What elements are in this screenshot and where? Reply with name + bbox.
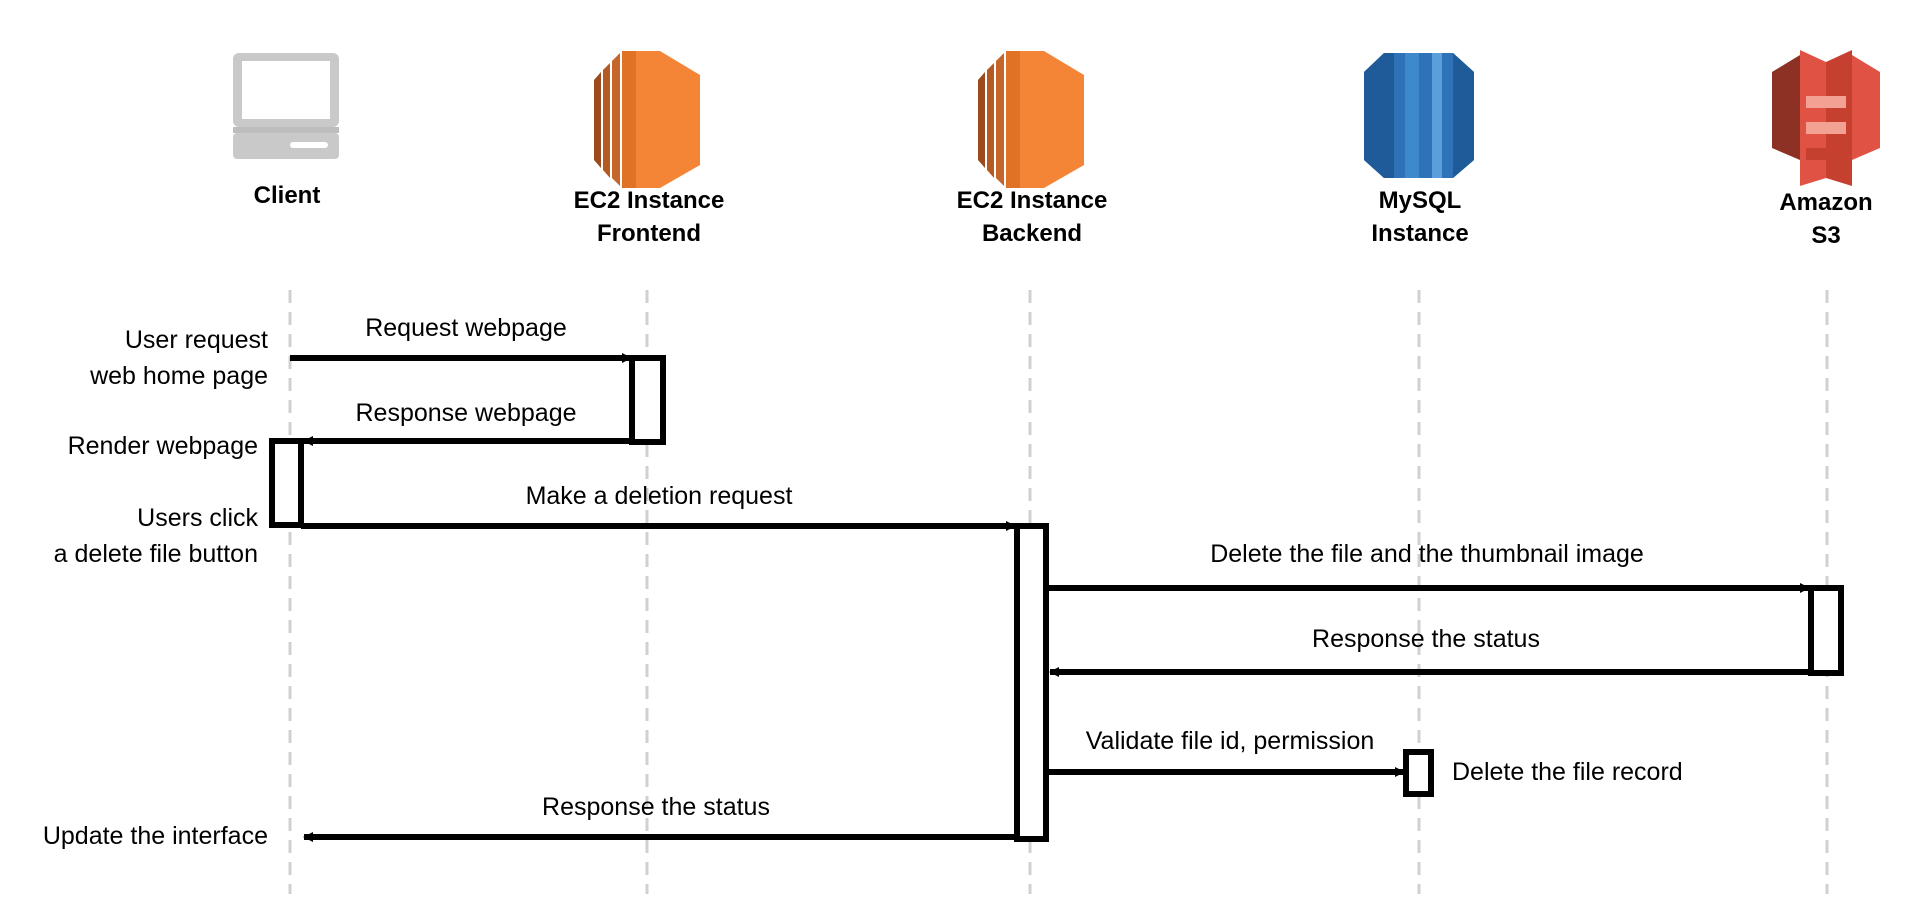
message-label: Response webpage (355, 399, 577, 427)
actor-label-line: Backend (981, 220, 1083, 247)
actor-label-line: Amazon (1779, 189, 1873, 216)
actor-label-s3: Amazon S3 (1779, 186, 1872, 252)
actor-label-backend: EC2 Instance Backend (957, 184, 1108, 250)
lifelines (288, 290, 1829, 894)
message-label: Delete the file and the thumbnail image (1210, 540, 1644, 568)
message-label: Validate file id, permission (1085, 727, 1375, 755)
actor-label-mysql: MySQL Instance (1371, 184, 1468, 250)
message-label: Make a deletion request (525, 482, 793, 510)
note-render-webpage: Render webpage (68, 428, 258, 464)
note-update-interface: Update the interface (43, 818, 268, 854)
note-delete-file-record: Delete the file record (1452, 754, 1683, 790)
actor-label-line: EC2 Instance (573, 187, 725, 214)
activation-frontend (629, 355, 666, 445)
desktop-computer-icon (233, 53, 339, 159)
note-users-click: Users click a delete file button (54, 500, 258, 572)
note-line: Render webpage (67, 432, 258, 460)
note-line: User request (124, 326, 268, 354)
activation-mysql (1403, 749, 1434, 797)
activation-client (269, 438, 304, 528)
amazon-s3-bucket-icon (1772, 50, 1880, 186)
message-arrows (290, 353, 1811, 842)
actor-label-line: Client (253, 182, 321, 209)
message-label: Request webpage (365, 314, 567, 342)
note-user-request: User request web home page (90, 322, 268, 394)
actor-label-line: MySQL (1378, 187, 1462, 214)
ec2-instance-icon (594, 51, 700, 188)
note-line: Delete the file record (1452, 758, 1683, 786)
actor-label-line: EC2 Instance (956, 187, 1108, 214)
mysql-database-icon (1364, 53, 1474, 178)
activations (269, 355, 1844, 842)
actor-label-line: Instance (1371, 220, 1469, 247)
note-line: web home page (90, 362, 268, 390)
activation-s3 (1808, 585, 1844, 676)
actor-label-frontend: EC2 Instance Frontend (574, 184, 725, 250)
actor-label-client: Client (254, 179, 321, 212)
actor-label-line: Frontend (597, 220, 701, 247)
note-line: Users click (137, 504, 258, 532)
activation-backend (1014, 523, 1049, 842)
message-label: Response the status (1312, 625, 1540, 653)
note-line: a delete file button (53, 540, 258, 568)
actor-label-line: S3 (1811, 222, 1841, 249)
message-label: Response the status (542, 793, 770, 821)
note-line: Update the interface (42, 822, 268, 850)
ec2-instance-icon (978, 51, 1084, 188)
